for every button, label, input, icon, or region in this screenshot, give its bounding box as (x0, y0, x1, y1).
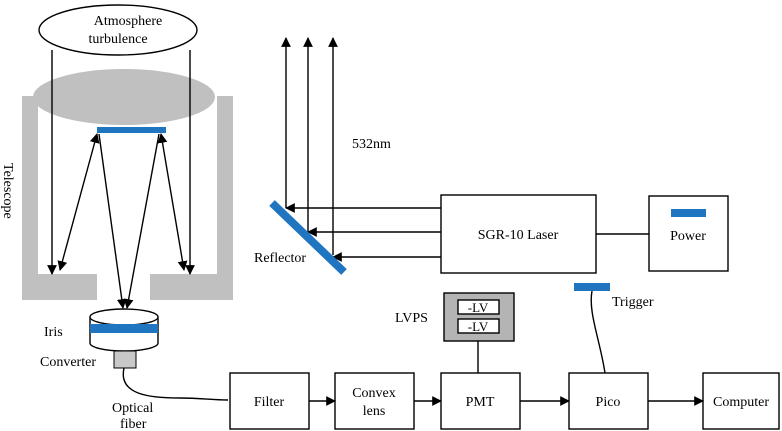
iris-filter (90, 324, 158, 333)
pmt-label: PMT (466, 395, 495, 410)
converter-block (113, 350, 137, 369)
lv-top-box (457, 299, 500, 315)
telescope-aperture (33, 69, 215, 125)
atmosphere-label-line2: turbulence (88, 32, 147, 47)
ray-mirror-to-iris-left (98, 133, 127, 309)
convex-lens-label-line2: lens (363, 404, 386, 419)
iris-assembly: Iris Converter (40, 308, 159, 370)
pico-label: Pico (596, 395, 621, 410)
trigger-label: Trigger (612, 295, 654, 310)
iris-label: Iris (44, 325, 63, 340)
secondary-mirror (97, 127, 166, 133)
optical-fiber-label-line1: Optical (112, 401, 153, 416)
laser-label: SGR-10 Laser (478, 228, 559, 243)
computer-box (702, 372, 780, 430)
telescope-right-wall (217, 96, 233, 300)
reflector-mirror (269, 200, 347, 275)
lv-bottom-label: -LV (468, 319, 489, 334)
convex-lens-label-line1: Convex (352, 386, 396, 401)
lv-top-label: -LV (468, 300, 489, 315)
telescope-right-bottom (150, 274, 233, 300)
telescope-label: Telescope (0, 163, 15, 219)
iris-top (89, 308, 159, 326)
telescope-left-bottom (22, 274, 97, 300)
atmosphere-label-line1: Atmosphere (94, 14, 162, 29)
reflector-label: Reflector (254, 251, 306, 266)
ray-right-to-mirror (157, 133, 188, 271)
lvps-label: LVPS (395, 311, 428, 326)
reflector: Reflector (254, 200, 347, 275)
power-label: Power (670, 229, 706, 244)
signal-chain: Filter Convex lens PMT Pico Computer (229, 372, 780, 430)
trigger: Trigger (574, 283, 654, 374)
power-box (648, 195, 729, 272)
optical-fiber-label-line2: fiber (120, 417, 147, 431)
laser-box (440, 194, 597, 274)
trigger-sensor (574, 283, 610, 291)
filter-label: Filter (254, 395, 285, 410)
filter-box (229, 372, 310, 430)
telescope-left-wall (22, 96, 38, 300)
atmosphere-turbulence: Atmosphere turbulence (38, 4, 198, 56)
telescope: Telescope (0, 50, 233, 309)
power-indicator (671, 209, 706, 217)
laser: SGR-10 Laser (440, 194, 597, 274)
atmosphere-ellipse (38, 4, 198, 56)
lv-bottom-box (457, 318, 500, 334)
power-supply: Power (648, 195, 729, 272)
laser-beams: 532nm (281, 37, 441, 262)
ray-left-to-mirror (57, 133, 100, 271)
converter-label: Converter (40, 355, 96, 370)
wavelength-label: 532nm (352, 137, 391, 152)
computer-label: Computer (713, 395, 769, 410)
trigger-cable (590, 290, 606, 374)
optical-fiber-cable (122, 367, 229, 401)
convex-lens-box (334, 372, 415, 430)
lvps: -LV -LV LVPS (395, 292, 515, 342)
ray-mirror-to-iris-right (123, 133, 160, 309)
